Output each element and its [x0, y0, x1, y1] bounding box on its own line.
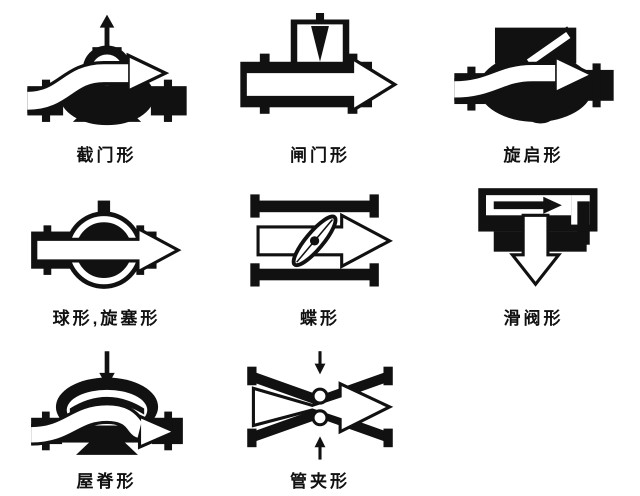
inlet-arrow-icon — [493, 196, 562, 214]
flow-arrow-icon — [508, 213, 562, 287]
valve-cell-swing: 旋启形 — [427, 0, 640, 170]
valve-cell-ball-plug: 球形,旋塞形 — [0, 170, 213, 333]
valve-label-slide: 滑阀形 — [503, 309, 564, 328]
ridge-valve-figure — [30, 351, 183, 455]
pinch-roller-top — [311, 387, 329, 405]
ridge-weir — [75, 425, 138, 455]
gate-valve-figure — [240, 13, 398, 114]
swing-valve-figure — [453, 26, 614, 124]
gate-wedge — [311, 26, 329, 62]
slide-valve-figure — [477, 188, 597, 287]
valve-seat — [72, 89, 141, 122]
valve-cell-butterfly: 蝶形 — [213, 170, 427, 333]
flow-arrow-icon — [243, 55, 398, 114]
disc-pivot — [309, 236, 320, 246]
diaphragm — [69, 396, 144, 415]
valve-seat — [520, 84, 560, 124]
globe-valve-figure — [26, 14, 187, 126]
valve-label-ridge: 屋脊形 — [76, 472, 137, 491]
valve-label-butterfly: 蝶形 — [300, 309, 340, 328]
valve-cell-slide: 滑阀形 — [427, 170, 640, 333]
stem — [97, 200, 110, 215]
ball-plug-valve-figure — [30, 200, 181, 289]
pinch-valve-figure — [247, 351, 394, 460]
valve-label-gate: 闸门形 — [290, 146, 350, 165]
pinch-down-arrow-icon — [314, 363, 326, 375]
valve-cell-ridge: 屋脊形 — [0, 333, 213, 496]
valve-label-ball-plug: 球形,旋塞形 — [52, 309, 161, 328]
empty-cell — [427, 333, 640, 496]
butterfly-valve-figure — [250, 194, 393, 287]
valve-cell-globe: 截门形 — [0, 0, 213, 170]
stem-up-arrow-icon — [99, 14, 114, 54]
pinch-roller-bottom — [311, 409, 329, 427]
valve-label-pinch: 管夹形 — [290, 472, 350, 491]
stem — [315, 13, 325, 23]
valve-label-swing: 旋启形 — [503, 146, 564, 165]
valve-cell-pinch: 管夹形 — [213, 333, 427, 496]
valve-label-globe: 截门形 — [76, 146, 137, 165]
flow-arrow-icon — [33, 225, 181, 275]
valve-cell-gate: 闸门形 — [213, 0, 427, 170]
pinch-up-arrow-icon — [314, 436, 326, 448]
